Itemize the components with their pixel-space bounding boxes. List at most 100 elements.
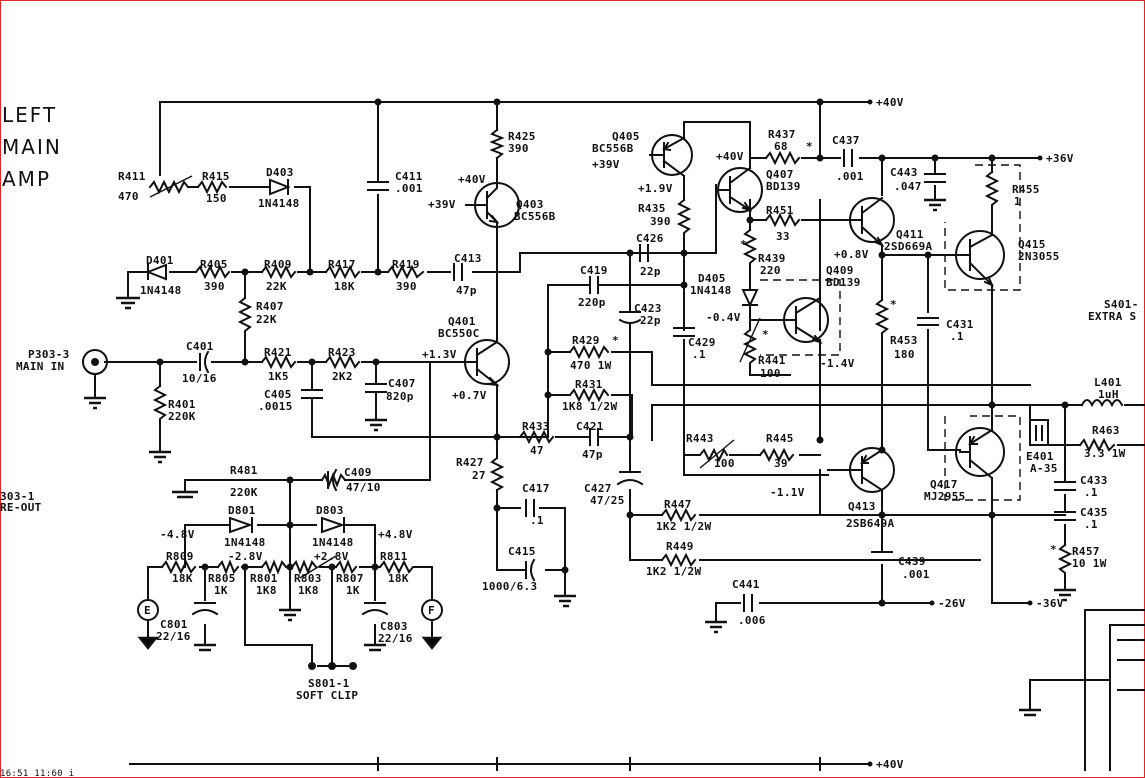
r451-symbol — [764, 212, 801, 228]
l401-id: L401 — [1094, 376, 1122, 389]
r455-value: 1 — [1014, 195, 1021, 208]
terminal-f-symbol — [421, 599, 443, 621]
r805-id: R805 — [208, 572, 236, 585]
r453-id: R453 — [890, 334, 918, 347]
v-q413-b: -1.1V — [770, 486, 805, 499]
r439-value: 220 — [760, 264, 781, 277]
d401-value: 1N4148 — [140, 284, 182, 297]
d803-value: 1N4148 — [312, 536, 354, 549]
r407-id: R407 — [256, 300, 284, 313]
l401-value: 1uH — [1098, 388, 1119, 401]
r809-value: 18K — [172, 572, 193, 585]
r437-symbol — [764, 150, 801, 166]
q409-symbol — [783, 296, 829, 344]
terminal-e-symbol — [137, 599, 159, 621]
c409-value: 47/10 — [346, 481, 381, 494]
c409-id: C409 — [344, 466, 372, 479]
r443-symbol — [698, 447, 729, 463]
q415-value: 2N3055 — [1018, 250, 1060, 263]
c443-symbol — [924, 173, 946, 183]
c803-value: 22/16 — [378, 632, 413, 645]
r811-id: R811 — [380, 550, 408, 563]
r425-symbol — [489, 128, 505, 160]
c431-value: .1 — [950, 330, 964, 343]
voltage-annotations: +40V +39V +39V +40V +1.9V +0.8V -0.4V -1… — [160, 150, 868, 563]
c435-symbol — [1054, 511, 1076, 521]
c439-id: C439 — [898, 555, 926, 568]
r801-symbol — [260, 559, 288, 575]
r435-symbol — [676, 198, 692, 241]
q405-symbol — [649, 134, 693, 178]
rail-terminals — [867, 99, 1043, 767]
c417-id: C417 — [522, 482, 550, 495]
switch-name: SOFT CLIP — [296, 689, 358, 702]
r457-symbol — [1057, 543, 1073, 576]
r419-symbol — [386, 264, 425, 280]
v-d801-a: -4.8V — [160, 528, 195, 541]
r401-value: 220K — [168, 410, 196, 423]
r401-symbol — [152, 384, 168, 425]
c413-id: C413 — [454, 252, 482, 265]
r409-value: 22K — [266, 280, 287, 293]
c415-symbol — [525, 558, 536, 582]
r447-id: R447 — [664, 498, 692, 511]
r437-id: R437 — [768, 128, 796, 141]
c411-symbol — [367, 181, 389, 191]
r429-value: 470 1W — [570, 359, 612, 372]
r417-symbol — [324, 264, 361, 280]
q417-symbol — [955, 427, 1005, 480]
r807-id: R807 — [336, 572, 364, 585]
c421-value: 47p — [582, 448, 603, 461]
status-fragment: 16:51 11:60 i — [0, 769, 74, 778]
r437-value: 68 — [774, 140, 788, 153]
c443-value: .047 — [894, 180, 922, 193]
r809-symbol — [160, 559, 197, 575]
r463-id: R463 — [1092, 424, 1120, 437]
r449-id: R449 — [666, 540, 694, 553]
r401-id: R401 — [168, 398, 196, 411]
c426-id: C426 — [636, 232, 664, 245]
r455-symbol — [984, 170, 1000, 211]
extra-name: EXTRA S — [1088, 310, 1136, 323]
q411-symbol — [849, 196, 895, 248]
title-block: LEFT MAIN AMP — [2, 103, 60, 191]
wires — [94, 101, 1145, 771]
r407-symbol — [237, 296, 253, 337]
r455-id: R455 — [1012, 183, 1040, 196]
c801-id: C801 — [160, 618, 188, 631]
c441-symbol — [743, 594, 753, 612]
r811-symbol — [378, 559, 420, 575]
r451-id: R451 — [766, 204, 794, 217]
component-labels: R411 470 R415 150 D403 1N4148 C411 .001 … — [118, 128, 1125, 645]
r805-symbol — [216, 559, 240, 575]
junctions — [156, 98, 1069, 607]
r443-value: 100 — [714, 457, 735, 470]
r419-value: 390 — [396, 280, 417, 293]
q405-id: Q405 — [612, 130, 640, 143]
r457-id: R457 — [1072, 545, 1100, 558]
r481-value: 220K — [230, 486, 258, 499]
r411-symbol — [148, 179, 190, 195]
q413-symbol — [827, 447, 895, 493]
c405-value: .0015 — [258, 400, 293, 413]
d401-id: D401 — [146, 254, 174, 267]
r433-id: R433 — [522, 420, 550, 433]
r407-value: 22K — [256, 313, 277, 326]
c439-symbol — [871, 551, 893, 561]
q401-id: Q401 — [448, 315, 476, 328]
rail-neg36: -36V — [1036, 597, 1064, 610]
c801-symbol — [191, 602, 219, 616]
c401-value: 10/16 — [182, 372, 217, 385]
v-q409-e: -1.4V — [820, 357, 855, 370]
c437-id: C437 — [832, 134, 860, 147]
r427-symbol — [489, 456, 505, 492]
c417-value: .1 — [530, 514, 544, 527]
r425-id: R425 — [508, 130, 536, 143]
ground-symbols — [84, 198, 1076, 717]
r803-value: 1K8 — [298, 584, 319, 597]
l401-symbol — [1080, 399, 1124, 408]
c801-value: 22/16 — [156, 630, 191, 643]
c441-value: .006 — [738, 614, 766, 627]
r421-id: R421 — [264, 346, 292, 359]
diodes — [145, 178, 759, 534]
